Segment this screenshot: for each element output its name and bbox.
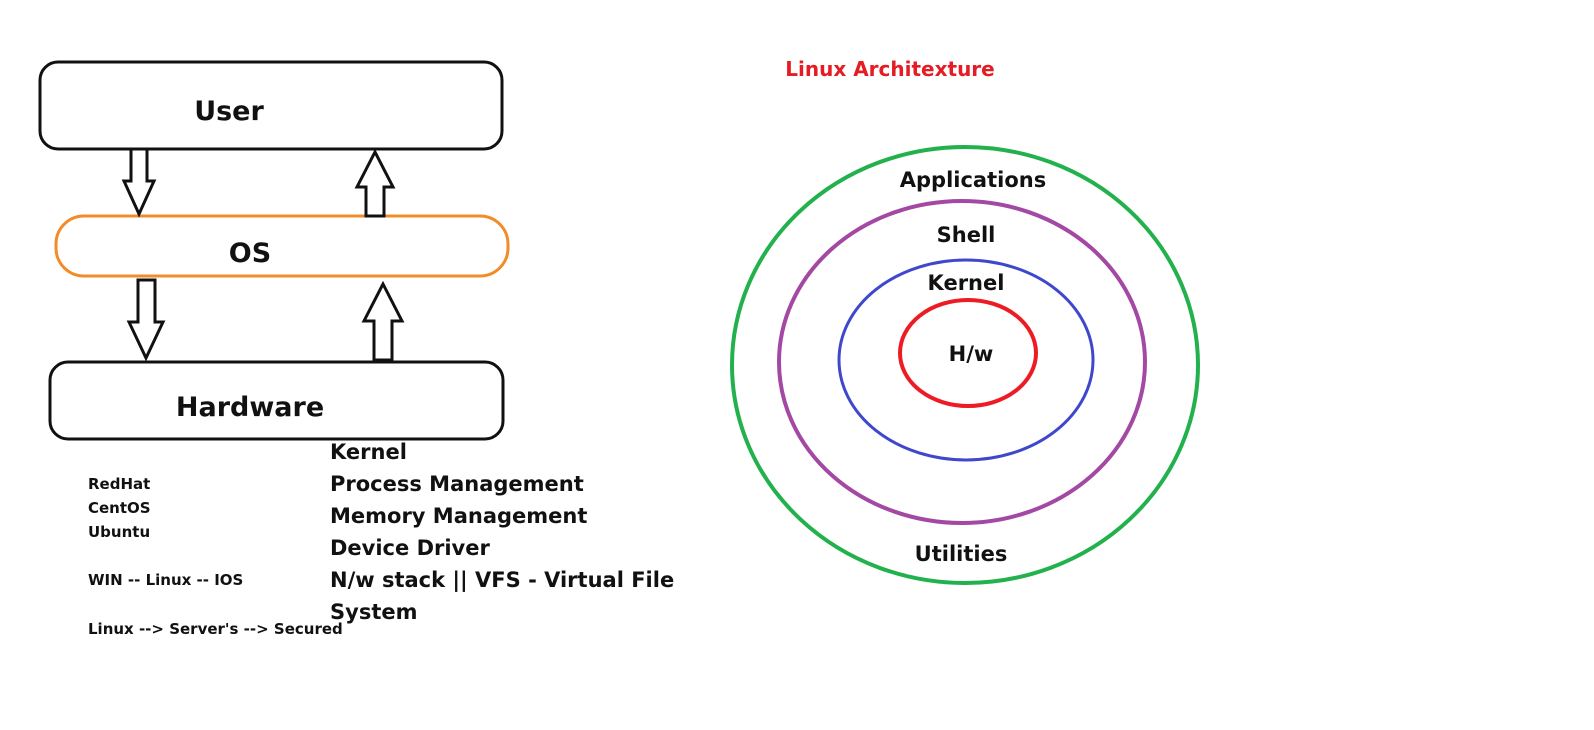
ring-label-applications: Applications (900, 168, 1046, 192)
kernel-list-item: N/w stack || VFS - Virtual File (330, 568, 675, 592)
hollow-down-arrow-icon (121, 147, 157, 218)
distro-item: Ubuntu (88, 523, 151, 541)
kernel-list-item: Process Management (330, 472, 584, 496)
user-label: User (194, 96, 264, 127)
ring-applications (730, 145, 1200, 585)
distro-item: RedHat (88, 475, 151, 493)
hollow-up-arrow-icon (361, 280, 405, 362)
hollow-up-arrow-icon (354, 148, 396, 218)
kernel-list-item: Device Driver (330, 536, 490, 560)
diagram-title: Linux Architexture (785, 57, 994, 81)
hollow-down-arrow-icon (126, 278, 166, 362)
os-comparison-note: WIN -- Linux -- IOS (88, 571, 244, 589)
kernel-list-item: Kernel (330, 440, 407, 464)
server-note: Linux --> Server's --> Secured (88, 620, 343, 638)
ring-label-shell: Shell (937, 223, 996, 247)
hardware-label: Hardware (176, 392, 324, 423)
ring-label-hardware: H/w (949, 342, 994, 366)
kernel-function-list: Kernel Process Management Memory Managem… (330, 436, 674, 628)
kernel-list-item: System (330, 600, 418, 624)
ring-hardware (898, 298, 1038, 408)
hardware-box (48, 360, 505, 441)
os-box (54, 214, 510, 278)
os-label: OS (229, 238, 271, 269)
ring-kernel (837, 258, 1095, 462)
ring-label-kernel: Kernel (928, 271, 1005, 295)
ring-label-utilities: Utilities (915, 542, 1008, 566)
user-box (38, 60, 504, 151)
distro-list: RedHat CentOS Ubuntu (88, 472, 151, 544)
ring-shell (777, 199, 1147, 525)
distro-item: CentOS (88, 499, 151, 517)
kernel-list-item: Memory Management (330, 504, 588, 528)
